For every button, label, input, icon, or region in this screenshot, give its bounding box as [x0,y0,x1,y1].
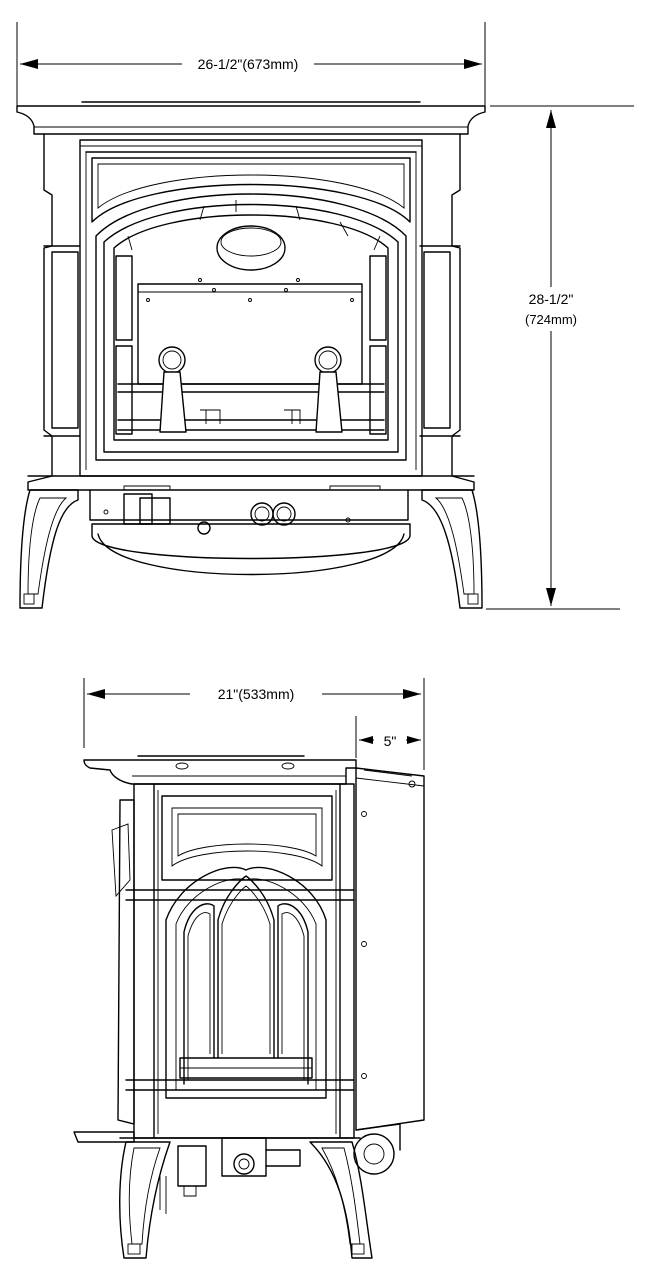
front-width-label: 26-1/2"(673mm) [198,56,299,72]
front-view: 26-1/2"(673mm) 28-1/2" (724mm) [16,22,634,610]
front-height-label: 28-1/2" [529,291,574,307]
front-legs [19,489,483,609]
front-height-metric-label: (724mm) [525,312,577,327]
side-base-legs [73,1131,373,1259]
front-height-dimension: 28-1/2" (724mm) [486,105,634,610]
side-clearance-dimension: 5" [355,716,421,758]
side-depth-dimension: 21"(533mm) [83,678,425,770]
side-clearance-label: 5" [384,733,397,749]
front-control-drawer [89,485,411,576]
side-vent-box [353,767,425,1175]
side-view: 21"(533mm) 5" [73,678,425,1259]
side-depth-label: 21"(533mm) [218,686,295,702]
side-top-plate [83,755,357,785]
front-width-dimension: 26-1/2"(673mm) [16,22,486,106]
front-stove-body [27,133,475,491]
front-top-plate [16,101,486,135]
front-firebox [95,193,407,461]
side-stove-body [111,783,355,1139]
